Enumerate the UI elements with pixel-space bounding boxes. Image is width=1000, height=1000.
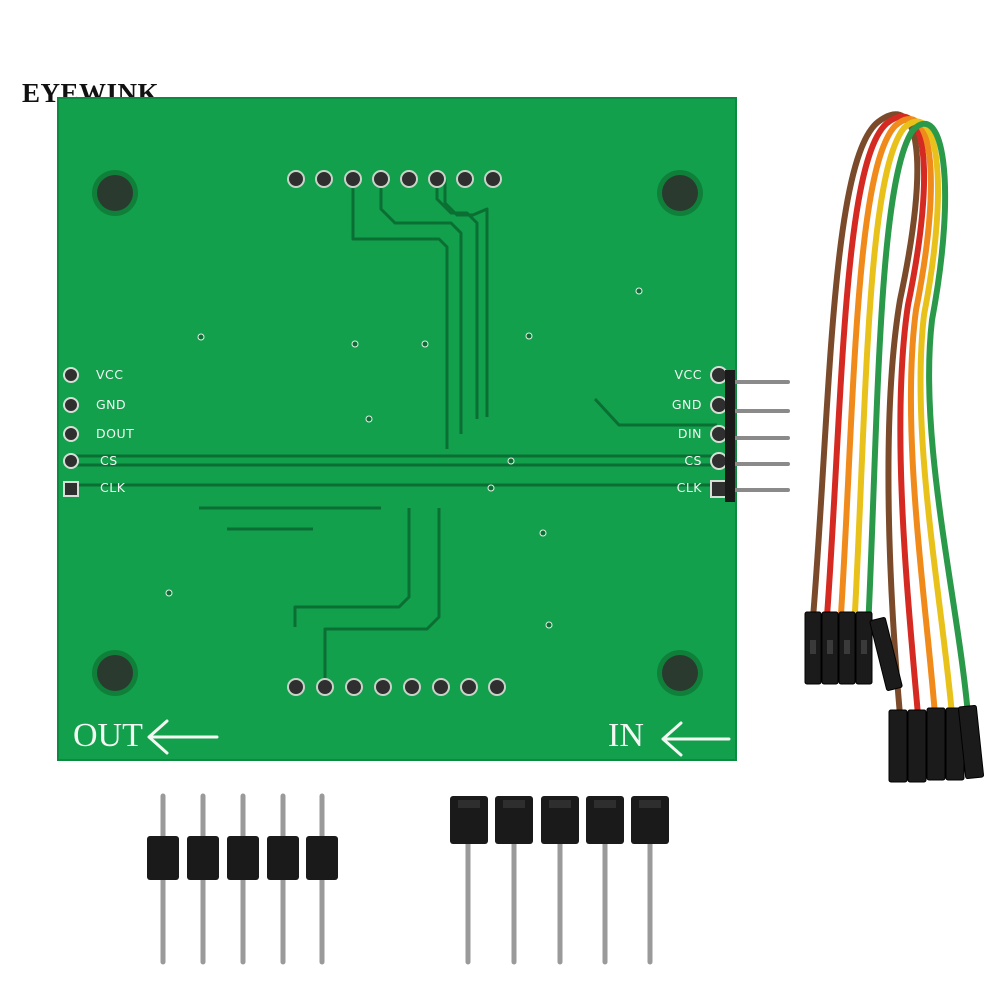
straight-pin-header: [147, 793, 338, 965]
arrow-left-icon: [147, 719, 219, 755]
dupont-connector: [907, 709, 927, 783]
dupont-connector: [869, 617, 903, 691]
pcb-board: VCC GND DOUT CS CLK VCC GND DIN CS CLK O…: [57, 97, 737, 761]
left-pin-label-gnd: GND: [96, 397, 127, 412]
wire-orange: [837, 116, 938, 718]
wire-green: [865, 120, 971, 718]
left-pin-label-clk: CLK: [100, 480, 126, 495]
mounting-holes: [92, 170, 703, 696]
right-pin-label-din: DIN: [677, 426, 702, 441]
wire-red: [823, 113, 927, 718]
right-angle-pin-header: [450, 796, 669, 965]
left-pin-label-vcc: VCC: [96, 367, 124, 382]
dupont-connector: [888, 709, 908, 783]
pcb-artwork: [63, 170, 731, 757]
board-header-pins: [728, 380, 790, 492]
right-pin-label-cs: CS: [684, 453, 702, 468]
left-pin-label-cs: CS: [100, 453, 118, 468]
arrow-left-icon: [661, 721, 731, 757]
wire-yellow: [851, 118, 955, 718]
left-pin-label-dout: DOUT: [96, 426, 135, 441]
right-pin-label-vcc: VCC: [674, 367, 702, 382]
out-label: OUT: [73, 717, 143, 754]
dupont-connector: [957, 704, 985, 780]
in-label: IN: [608, 717, 644, 754]
right-pin-label-gnd: GND: [671, 397, 702, 412]
right-pin-label-clk: CLK: [676, 480, 702, 495]
dupont-connector: [926, 707, 946, 781]
